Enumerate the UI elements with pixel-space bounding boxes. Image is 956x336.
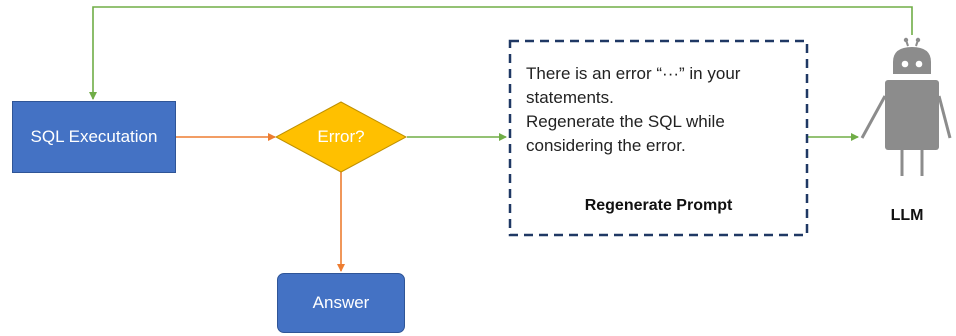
- prompt-line-1: There is an error “···” in your: [526, 64, 741, 83]
- prompt-title: Regenerate Prompt: [584, 197, 733, 214]
- decision-label: Error?: [317, 127, 365, 146]
- llm-label: LLM: [890, 207, 924, 224]
- feedback-arrow: [89, 6, 913, 100]
- prompt-line-3: Regenerate the SQL while: [526, 112, 725, 131]
- prompt-line-2: statements.: [526, 88, 614, 107]
- answer-node: Answer: [277, 273, 405, 333]
- sql-execution-node: SQL Executation: [12, 101, 176, 173]
- robot-icon: [860, 37, 952, 176]
- sql-execution-label: SQL Executation: [30, 127, 158, 146]
- prompt-text: There is an error “···” in your statemen…: [526, 62, 796, 158]
- decision-diamond: [274, 101, 408, 173]
- regenerate-prompt-box: [508, 39, 809, 237]
- prompt-line-4: considering the error.: [526, 136, 686, 155]
- answer-label: Answer: [312, 293, 370, 312]
